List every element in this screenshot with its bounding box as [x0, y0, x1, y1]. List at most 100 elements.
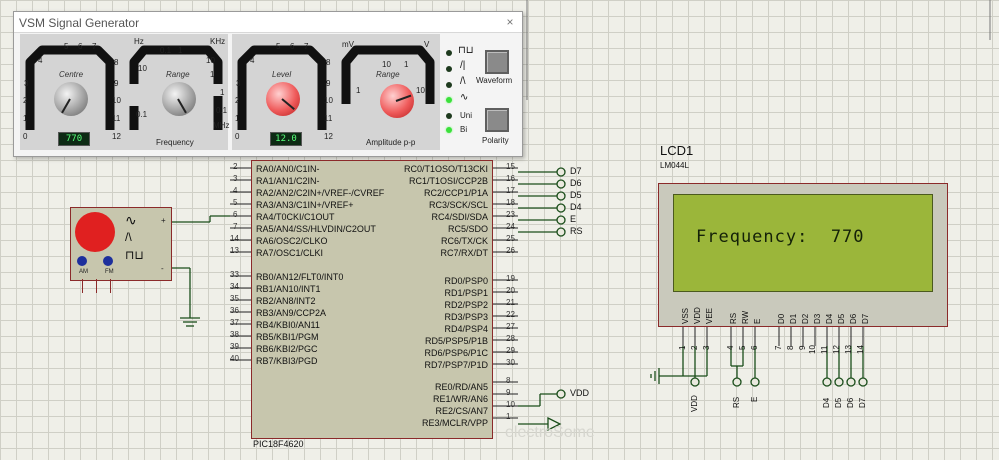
watermark: electroSome — [505, 424, 595, 441]
square-wave-icon: ⊓⊔ — [458, 45, 474, 56]
mcu-pin-label: RE1/WR/AN6 — [432, 394, 488, 404]
centre-scale-6: 6 — [78, 42, 83, 51]
mcu-pin-number: 14 — [230, 234, 239, 243]
centre-scale-8: 8 — [114, 58, 119, 67]
mcu-pin-label: RE3/MCLR/VPP — [421, 418, 488, 428]
lcd-pin-number: 5 — [738, 345, 747, 350]
mcu-pin-label: RB4/KBI0/AN11 — [256, 320, 320, 330]
mcu-pin-label: RA5/AN4/SS/HLVDIN/C2OUT — [256, 224, 376, 234]
plus-terminal-label: + — [161, 216, 166, 225]
freq-range-scale-7: 0.1 — [216, 106, 228, 115]
mcu-pin-number: 1 — [506, 412, 511, 421]
mcu-pin-number: 19 — [506, 274, 515, 283]
mcu-pin-label: RB6/KBI2/PGC — [256, 344, 318, 354]
mcu-pin-label: RD4/PSP4 — [444, 324, 488, 334]
mcu-pin-number: 15 — [506, 162, 515, 171]
frequency-panel: Centre 0 1 2 3 4 5 6 7 8 9 10 11 12 770 … — [20, 34, 229, 150]
mcu-pin-label: RD2/PSP2 — [444, 300, 488, 310]
freq-range-scale-2: 1 — [178, 46, 183, 55]
lcd-part: LM044L — [660, 161, 689, 170]
level-scale-11: 11 — [324, 114, 333, 123]
centre-scale-0: 0 — [23, 132, 28, 141]
level-scale-2: 2 — [235, 96, 240, 105]
gen-stub-1 — [82, 279, 83, 293]
lcd-net-label-d4: D4 — [822, 397, 831, 408]
amplitude-caption: Amplitude p-p — [366, 138, 416, 147]
am-input-icon — [77, 256, 87, 266]
centre-readout: 770 — [58, 132, 90, 146]
polarity-label: Polarity — [482, 136, 509, 145]
amp-range-scale-0: 10 — [382, 60, 391, 69]
mcu-pin-label: RA4/T0CKI/C1OUT — [256, 212, 335, 222]
level-scale-10: 10 — [324, 96, 333, 105]
sine-wave-icon: ∿ — [460, 92, 469, 103]
polarity-led-uni — [446, 113, 452, 119]
signal-generator-symbol[interactable]: AM FM ∿ /\ ⊓⊔ + - — [70, 207, 172, 281]
lcd-pin-number: 10 — [808, 345, 817, 354]
frequency-range-knob[interactable] — [162, 82, 196, 116]
mcu-pin-number: 13 — [230, 246, 239, 255]
triangle-symbol-icon: /\ — [125, 230, 132, 244]
square-symbol-icon: ⊓⊔ — [125, 248, 144, 262]
mcu-pin-label: RC6/TX/CK — [440, 236, 488, 246]
window-titlebar[interactable]: VSM Signal Generator × — [14, 12, 522, 33]
net-label-d5: D5 — [570, 190, 582, 200]
lcd-net-label-d6: D6 — [846, 397, 855, 408]
centre-scale-7: 7 — [92, 42, 97, 51]
dial-outlines — [25, 45, 223, 130]
mcu-pin-label: RC5/SDO — [447, 224, 488, 234]
mcu-pin-number: 20 — [506, 286, 515, 295]
mcu-pin-label: RB2/AN8/INT2 — [256, 296, 316, 306]
level-readout: 12.0 — [270, 132, 302, 146]
mcu-pin-number: 18 — [506, 198, 515, 207]
mcu-pin-number: 23 — [506, 210, 515, 219]
waveform-led-triangle — [446, 82, 452, 88]
mcu-pin-label: RE0/RD/AN5 — [434, 382, 488, 392]
net-label-d4: D4 — [570, 202, 582, 212]
lcd-pin-number: 3 — [702, 345, 711, 350]
amplitude-range-knob[interactable] — [380, 84, 414, 118]
signal-generator-window[interactable]: VSM Signal Generator × Centre 0 1 2 3 4 … — [13, 11, 523, 157]
close-button[interactable]: × — [506, 15, 514, 29]
mcu-pin-number: 27 — [506, 322, 515, 331]
waveform-button[interactable] — [485, 50, 509, 74]
net-label-d6: D6 — [570, 178, 582, 188]
polarity-led-bi — [446, 127, 452, 133]
lcd-pin-number: 11 — [820, 345, 829, 354]
level-knob[interactable] — [266, 82, 300, 116]
mcu-pin-label: RC4/SDI/SDA — [431, 212, 488, 222]
net-label-vdd: VDD — [570, 388, 590, 398]
mcu-pin-number: 17 — [506, 186, 515, 195]
lcd-module[interactable]: Frequency: 770 VSS VDD VEE RS RW E D0 D1… — [658, 183, 948, 327]
amp-range-scale-2: 1 — [404, 60, 409, 69]
freq-range-scale-3: 10 — [206, 56, 215, 65]
triangle-wave-icon: /\ — [460, 76, 466, 87]
centre-scale-5: 5 — [64, 42, 69, 51]
mcu-pin-number: 5 — [233, 198, 238, 207]
mcu-part-label: PIC18F4620 — [253, 439, 304, 449]
mcu-pin-label: RB3/AN9/CCP2A — [256, 308, 327, 318]
waveform-led-square — [446, 50, 452, 56]
mcu-pin-label: RB1/AN10/INT1 — [256, 284, 321, 294]
mcu-pin-label: RB5/KBI1/PGM — [256, 332, 319, 342]
level-label: Level — [272, 70, 292, 79]
waveform-led-sawtooth — [446, 66, 452, 72]
mcu-pin-number: 38 — [230, 330, 239, 339]
lcd-ref: LCD1 — [660, 143, 694, 158]
level-scale-7: 7 — [304, 42, 309, 51]
freq-range-scale-5: 0.1 — [136, 110, 148, 119]
mcu-pin-number: 6 — [233, 210, 238, 219]
polarity-button[interactable] — [485, 108, 509, 132]
centre-knob[interactable] — [54, 82, 88, 116]
net-label-rs: RS — [570, 226, 583, 236]
mcu-pin-label: RC1/T1OSI/CCP2B — [408, 176, 488, 186]
centre-scale-11: 11 — [112, 114, 121, 123]
lcd-pin-number: 4 — [726, 345, 735, 350]
bi-label: Bi — [460, 125, 468, 134]
lcd-pin-number: 8 — [786, 345, 795, 350]
lcd-pin-number: 7 — [774, 345, 783, 350]
lcd-pin-name: E — [753, 318, 762, 324]
freq-range-scale-4: 1 — [210, 70, 215, 79]
mcu-body[interactable]: RA0/AN0/C1IN- RA1/AN1/C2IN- RA2/AN2/C2IN… — [251, 160, 493, 439]
